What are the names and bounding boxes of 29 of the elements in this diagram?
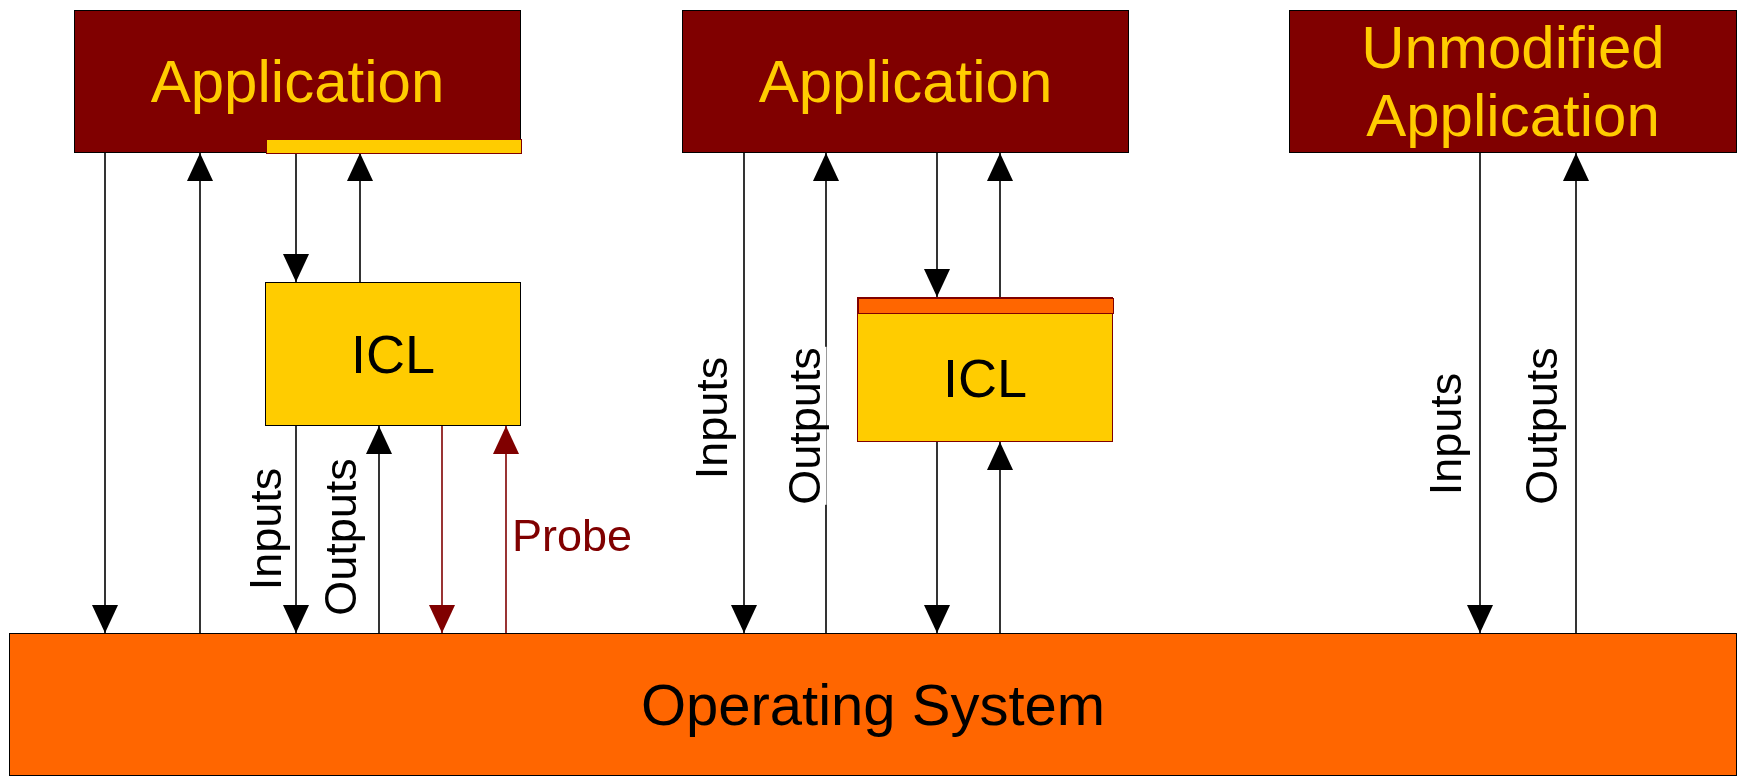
interface-bar [858, 298, 1114, 314]
arrow [924, 152, 950, 298]
interface-bar [266, 139, 522, 154]
box-label: ICL [941, 346, 1028, 409]
arrow [187, 152, 213, 634]
box-label: Unmodified Application [1360, 14, 1666, 149]
box-label: Application [149, 47, 446, 116]
arrow [283, 425, 309, 634]
arrow [366, 425, 392, 634]
arrow [987, 152, 1013, 298]
arrow [92, 152, 118, 634]
application-box [1289, 10, 1737, 153]
arrow [283, 152, 309, 283]
box-label: Operating System [639, 671, 1107, 738]
operating-system-box [9, 633, 1737, 776]
arrow [987, 441, 1013, 634]
box-label: Application [757, 47, 1054, 116]
application-box [74, 10, 521, 153]
box-label: ICL [349, 323, 436, 385]
arrow [347, 152, 373, 283]
application-box [682, 10, 1129, 153]
arrow [1563, 152, 1589, 634]
arrow [1467, 152, 1493, 634]
icl-box [265, 282, 521, 426]
icl-box [857, 297, 1113, 442]
arrow [731, 152, 757, 634]
arrow [493, 425, 519, 634]
arrow [429, 425, 455, 634]
arrow [924, 441, 950, 634]
